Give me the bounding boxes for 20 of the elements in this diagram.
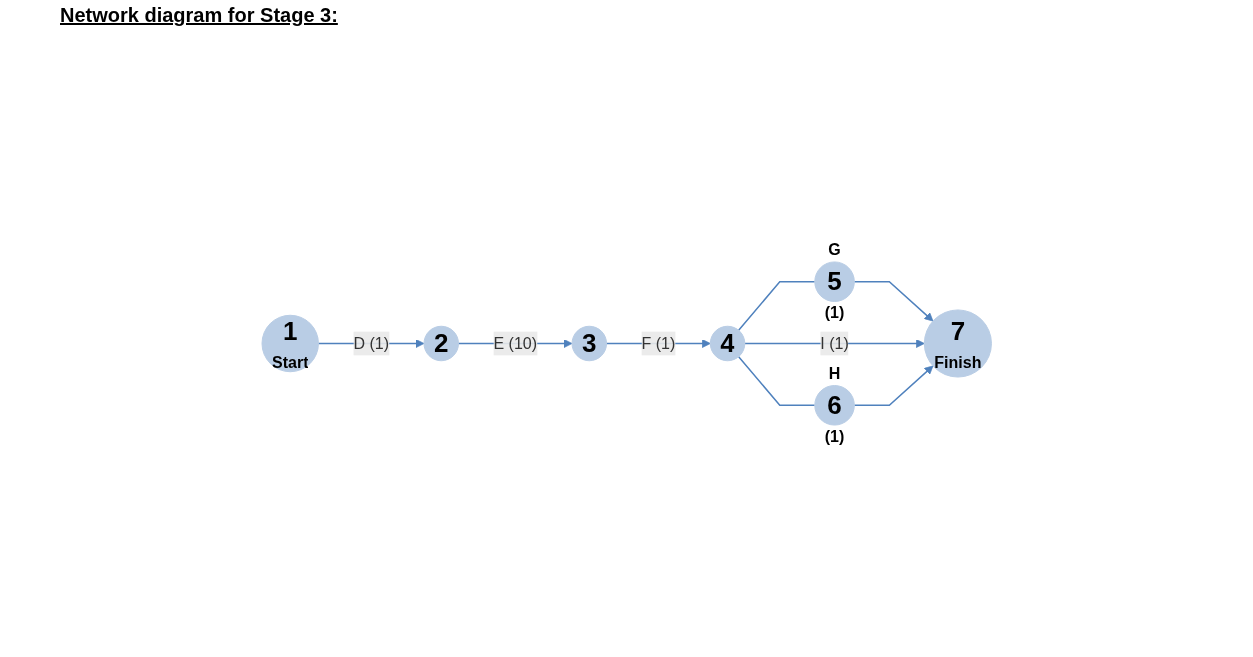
node-circle: 2	[423, 325, 459, 362]
connector	[737, 280, 816, 332]
edge-label: D (1)	[353, 334, 389, 352]
node-label: (1)	[824, 427, 845, 445]
node-label: G	[828, 241, 841, 259]
arrow	[853, 280, 934, 322]
edge-label: I (1)	[820, 334, 849, 352]
arrow	[853, 365, 934, 407]
node-circle: 3	[571, 325, 607, 362]
diagram-title: Network diagram for Stage 3:	[60, 4, 338, 27]
node-circle: 6	[814, 385, 855, 426]
node-label: H	[828, 364, 841, 382]
edge-label: E (10)	[493, 334, 537, 352]
node-circle: 5	[814, 261, 855, 302]
node-circle: 1 Start	[261, 314, 319, 373]
connector	[737, 355, 816, 407]
node-circle: 7 Finish	[923, 309, 992, 378]
edge-label: F (1)	[641, 334, 676, 352]
node-label: (1)	[824, 304, 845, 322]
node-circle: 4	[709, 325, 746, 362]
